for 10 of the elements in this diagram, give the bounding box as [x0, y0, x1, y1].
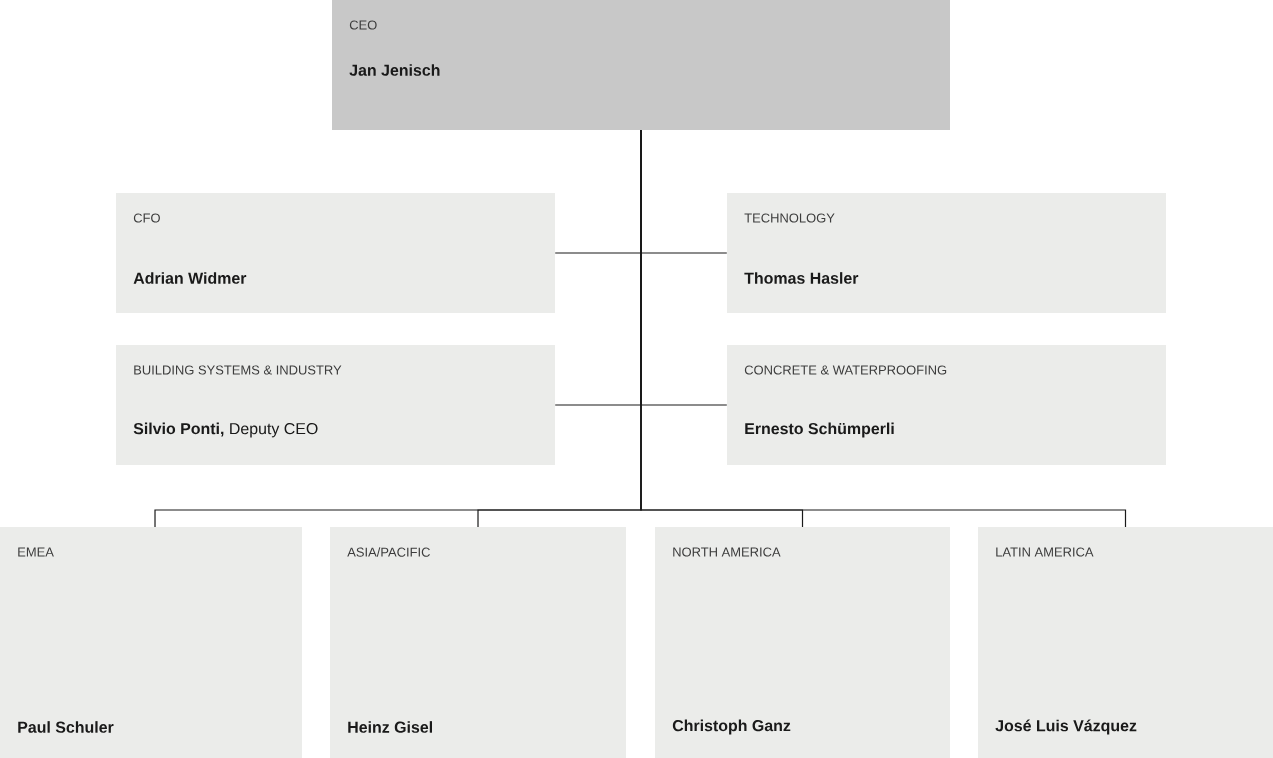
- org-box: CEO Jan Jenisch: [332, 0, 950, 130]
- connector-line: [640, 129, 1127, 528]
- org-box: CONCRETE & WATERPROOFING Ernesto Schümperli: [727, 345, 1166, 465]
- org-box: EMEA Paul Schuler: [0, 527, 302, 758]
- org-box: BUILDING SYSTEMS & INDUSTRY Silvio Ponti, Deputy CEO: [116, 345, 555, 465]
- org-box: TECHNOLOGY Thomas Hasler: [727, 193, 1166, 313]
- org-box: NORTH AMERICA Christoph Ganz: [655, 527, 950, 758]
- org-box: CFO Adrian Widmer: [116, 193, 555, 313]
- org-box: LATIN AMERICA José Luis Vázquez: [978, 527, 1273, 758]
- org-box: ASIA/PACIFIC Heinz Gisel: [330, 527, 626, 758]
